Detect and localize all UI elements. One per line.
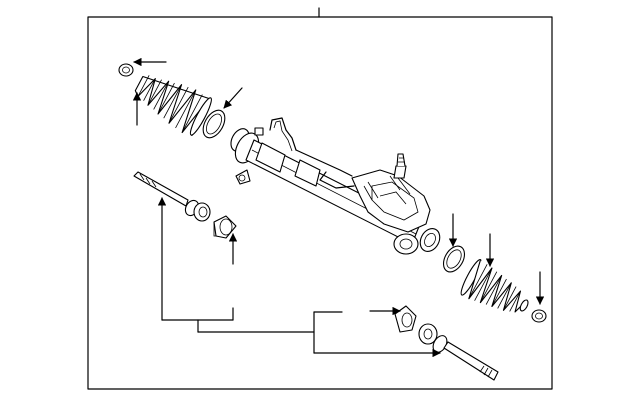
boot-right	[460, 259, 529, 313]
boot-clamp-large-right	[442, 245, 466, 273]
boot-clamp-small-right	[531, 309, 547, 323]
boot-left	[134, 75, 212, 136]
inner-tie-rod-left	[133, 171, 211, 222]
inner-tie-rod-right	[418, 323, 499, 381]
tie-rod-bracket-leader	[157, 197, 441, 358]
bushing-left	[213, 215, 237, 239]
diagram-frame	[87, 16, 553, 390]
boot-clamp-small-left	[118, 63, 134, 77]
steering-rack-assembly	[230, 117, 441, 255]
callout-arrow-clamp-large-left	[223, 87, 243, 109]
boot-clamp-large-left	[202, 109, 226, 139]
bushing-right	[394, 305, 417, 333]
